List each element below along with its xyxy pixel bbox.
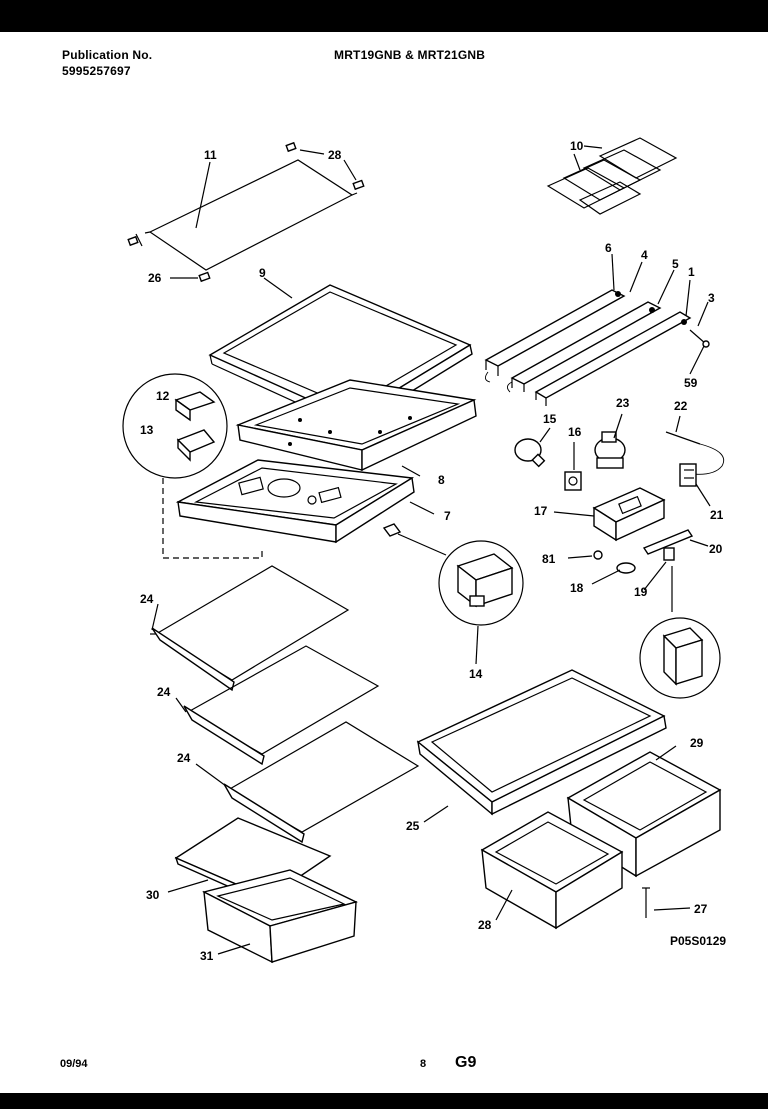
publication-label: Publication No. [62, 48, 153, 62]
publication-number: 5995257697 [62, 64, 131, 78]
ice-cube-trays [546, 137, 678, 215]
callout-13: 13 [140, 423, 154, 437]
shelf-support-clips [127, 141, 365, 283]
callout-21: 21 [710, 508, 724, 522]
wire-shelf-1 [150, 565, 350, 692]
callout-16: 16 [568, 425, 582, 439]
crisper-cover-frame [235, 379, 477, 472]
top-wire-shelf [144, 159, 358, 271]
footer-page-number: 8 [420, 1058, 427, 1070]
callout-18: 18 [570, 581, 584, 595]
shelf-rails [484, 289, 710, 406]
callout-26: 26 [148, 271, 162, 285]
model-numbers: MRT19GNB & MRT21GNB [334, 48, 486, 62]
callout-27: 27 [694, 902, 708, 916]
leader-lines [135, 145, 711, 955]
callout-28: 28 [478, 918, 492, 932]
detail-circle-12-13 [122, 373, 228, 479]
drawer-stop-screw [642, 887, 650, 918]
callout-20: 20 [709, 542, 723, 556]
callout-7: 7 [444, 509, 451, 523]
callout-19: 19 [634, 585, 648, 599]
callout-23: 23 [616, 396, 630, 410]
wire-shelf-2 [183, 645, 380, 766]
callout-15: 15 [543, 412, 557, 426]
detail-circle-19 [639, 566, 721, 699]
callout-24: 24 [177, 751, 191, 765]
callout-numbers: 11 28 26 10 9 6 4 5 1 3 59 12 13 15 16 2… [140, 139, 724, 963]
footer-section: G9 [455, 1054, 477, 1071]
crisper-glass-cover [416, 669, 667, 816]
temperature-control [594, 431, 626, 469]
callout-25: 25 [406, 819, 420, 833]
light-bulb [514, 438, 546, 468]
callout-24: 24 [140, 592, 154, 606]
crisper-drawer-left [480, 811, 624, 930]
callout-3: 3 [708, 291, 715, 305]
callout-5: 5 [672, 257, 679, 271]
washer [616, 562, 636, 574]
footer-date: 09/94 [60, 1058, 88, 1070]
callout-10: 10 [570, 139, 584, 153]
wire-harness [665, 431, 725, 487]
callout-17: 17 [534, 504, 548, 518]
light-housing [592, 487, 666, 542]
bottom-scan-border [0, 1093, 768, 1109]
callout-59: 59 [684, 376, 698, 390]
light-switch [663, 547, 675, 561]
control-housing [175, 459, 415, 544]
callout-30: 30 [146, 888, 160, 902]
callout-14: 14 [469, 667, 483, 681]
top-scan-border [0, 0, 768, 32]
meat-keeper-drawer [202, 869, 358, 964]
figure-code: P05S0129 [670, 934, 727, 948]
wire-shelf-3 [223, 721, 420, 844]
callout-8: 8 [438, 473, 445, 487]
callout-6: 6 [605, 241, 612, 255]
callout-1: 1 [688, 265, 695, 279]
callout-12: 12 [156, 389, 170, 403]
callout-22: 22 [674, 399, 688, 413]
callout-11: 11 [204, 148, 217, 162]
callout-31: 31 [200, 949, 214, 963]
callout-28: 28 [328, 148, 342, 162]
callout-24: 24 [157, 685, 171, 699]
screw [593, 550, 603, 560]
light-shield [642, 529, 694, 555]
callout-29: 29 [690, 736, 704, 750]
callout-4: 4 [641, 248, 648, 262]
lamp-socket [564, 471, 582, 491]
detail-circle-14 [382, 523, 524, 626]
callout-9: 9 [259, 266, 266, 280]
callout-81: 81 [542, 552, 556, 566]
